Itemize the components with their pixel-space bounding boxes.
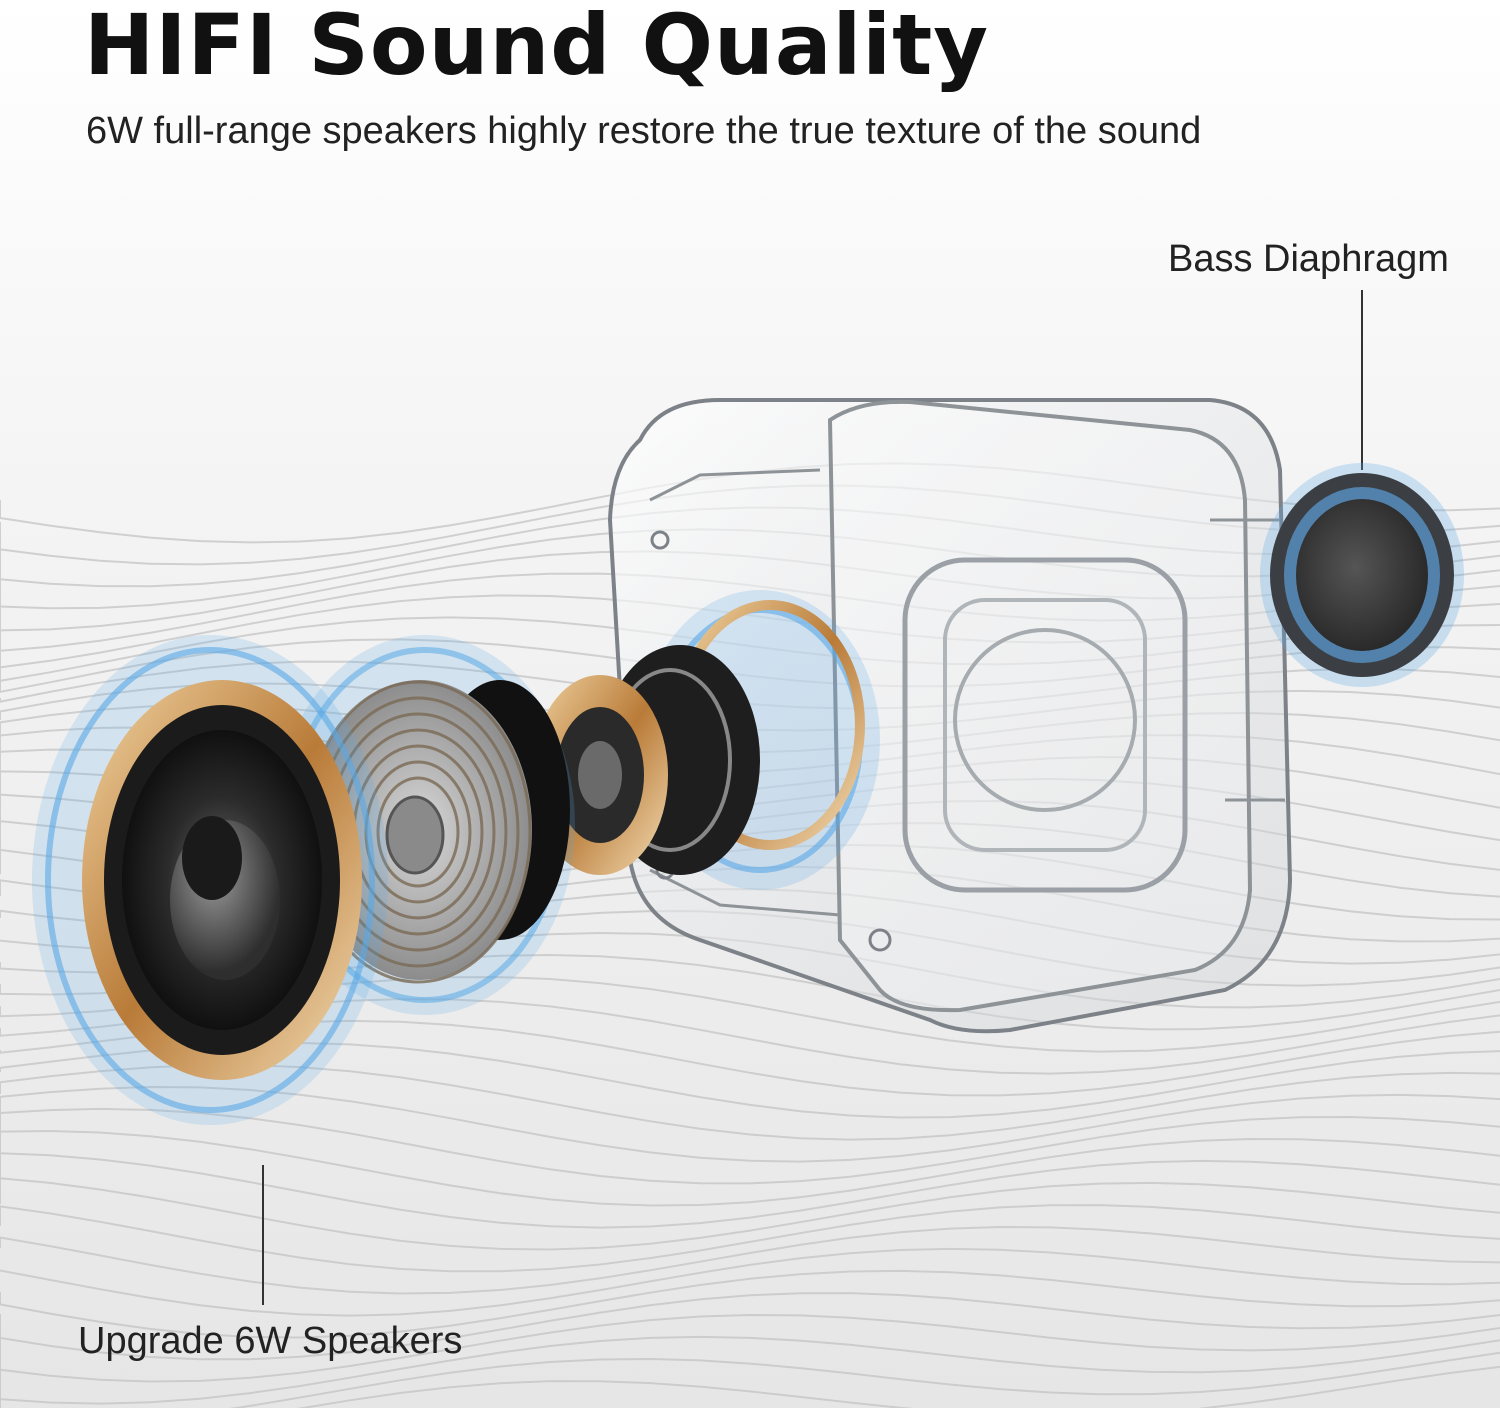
page-title: HIFI Sound Quality [84, 0, 990, 94]
wave-line [0, 1152, 1500, 1229]
subtitle: 6W full-range speakers highly restore th… [86, 110, 1202, 152]
bass-diaphragm-label: Bass Diaphragm [1168, 238, 1449, 280]
speaker-housing-icon [607, 398, 1293, 1034]
wave-line [0, 1365, 1500, 1408]
speaker-driver-icon [32, 635, 388, 1125]
wave-line [0, 1313, 1500, 1383]
speakers-label: Upgrade 6W Speakers [78, 1320, 463, 1362]
wave-line [0, 1177, 1500, 1251]
wave-line [0, 1292, 1500, 1361]
wave-line [0, 1225, 1500, 1295]
wave-line [0, 1129, 1500, 1207]
wave-line [0, 1335, 1500, 1405]
wave-line [0, 1085, 1500, 1163]
wave-line [0, 1269, 1500, 1339]
wave-line [0, 1204, 1500, 1273]
bass-diaphragm-icon [1260, 463, 1464, 687]
wave-line [0, 1351, 1500, 1408]
wave-line [0, 1247, 1500, 1317]
coil-ring [376, 776, 460, 888]
wave-line [0, 1107, 1500, 1185]
